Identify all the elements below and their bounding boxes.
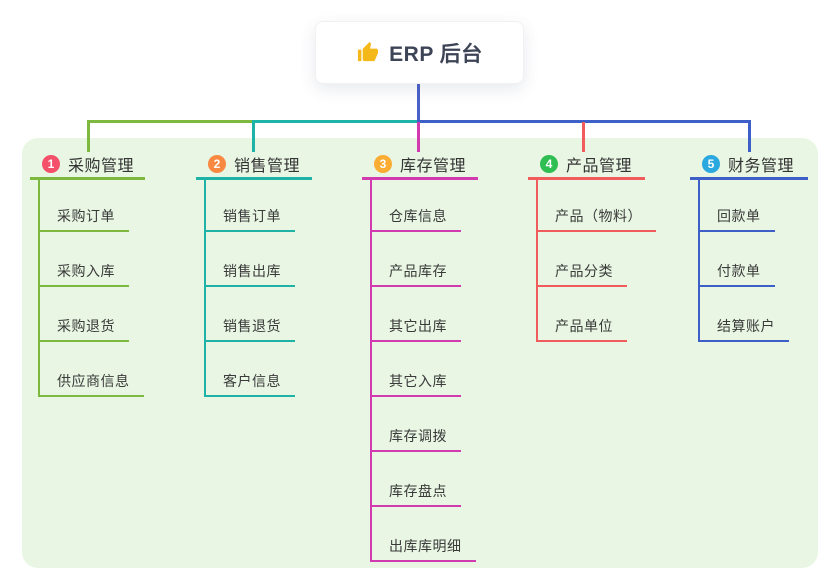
connector-drop-line (748, 120, 751, 152)
branch-header-purchase[interactable]: 1 采购管理 (30, 150, 145, 180)
mindmap-child-node[interactable]: 仓库信息 (370, 202, 461, 232)
branch-header-sales[interactable]: 2 销售管理 (196, 150, 312, 180)
branch-connector-line (38, 179, 40, 397)
branch-connector-line (204, 179, 206, 397)
mindmap-canvas-panel (22, 138, 818, 568)
branch-number-badge: 3 (374, 154, 392, 173)
connector-drop-line (417, 122, 420, 152)
root-node-title: ERP 后台 (389, 42, 483, 66)
branch-header-finance[interactable]: 5 财务管理 (690, 150, 808, 180)
mindmap-child-node[interactable]: 结算账户 (698, 312, 789, 342)
mindmap-child-node[interactable]: 销售退货 (204, 312, 295, 342)
mindmap-child-node[interactable]: 产品分类 (536, 257, 627, 287)
branch-connector-line (370, 179, 372, 562)
connector-drop-line (252, 120, 255, 152)
connector-bus-segment (87, 120, 254, 123)
branch-number-badge: 2 (208, 154, 226, 173)
mindmap-child-node[interactable]: 其它入库 (370, 367, 461, 397)
connector-drop-line (87, 120, 90, 152)
branch-finance: 5 财务管理 回款单付款单结算账户 (690, 150, 808, 342)
mindmap-child-node[interactable]: 产品单位 (536, 312, 627, 342)
mindmap-child-node[interactable]: 产品库存 (370, 257, 461, 287)
root-connector-line (417, 82, 420, 122)
branch-header-product[interactable]: 4 产品管理 (528, 150, 645, 180)
connector-bus-segment (417, 120, 751, 123)
mindmap-child-node[interactable]: 库存盘点 (370, 477, 461, 507)
mindmap-child-node[interactable]: 其它出库 (370, 312, 461, 342)
branch-number-badge: 1 (42, 154, 60, 173)
branch-number-badge: 4 (540, 154, 558, 173)
connector-bus-segment (253, 120, 418, 123)
mindmap-child-node[interactable]: 供应商信息 (38, 367, 144, 397)
root-node[interactable]: ERP 后台 (315, 21, 524, 84)
branch-connector-line (536, 179, 538, 342)
branch-title: 财务管理 (728, 157, 795, 175)
mindmap-child-node[interactable]: 库存调拨 (370, 422, 461, 452)
connector-drop-line (582, 122, 585, 152)
mindmap-child-node[interactable]: 产品（物料） (536, 202, 656, 232)
mindmap-child-node[interactable]: 销售出库 (204, 257, 295, 287)
mindmap-child-node[interactable]: 回款单 (698, 202, 775, 232)
mindmap-child-node[interactable]: 客户信息 (204, 367, 295, 397)
branch-connector-line (698, 179, 700, 342)
branch-purchase: 1 采购管理 采购订单采购入库采购退货供应商信息 (30, 150, 145, 397)
branch-title: 库存管理 (400, 157, 467, 175)
mindmap-child-node[interactable]: 采购退货 (38, 312, 129, 342)
branch-product: 4 产品管理 产品（物料） 产品分类产品单位 (528, 150, 656, 342)
branch-title: 销售管理 (234, 157, 301, 175)
branch-number-badge: 5 (702, 154, 720, 173)
branch-sales: 2 销售管理 销售订单销售出库销售退货客户信息 (196, 150, 312, 397)
mindmap-child-node[interactable]: 出库库明细 (370, 532, 476, 562)
branch-header-inventory[interactable]: 3 库存管理 (362, 150, 478, 180)
mindmap-child-node[interactable]: 付款单 (698, 257, 775, 287)
mindmap-child-node[interactable]: 销售订单 (204, 202, 295, 232)
branch-title: 产品管理 (566, 157, 633, 175)
thumbs-up-icon (358, 41, 379, 62)
branch-inventory: 3 库存管理 仓库信息产品库存其它出库其它入库库存调拨库存盘点出库库明细 (362, 150, 478, 562)
mindmap-child-node[interactable]: 采购入库 (38, 257, 129, 287)
branch-title: 采购管理 (68, 157, 135, 175)
mindmap-child-node[interactable]: 采购订单 (38, 202, 129, 232)
